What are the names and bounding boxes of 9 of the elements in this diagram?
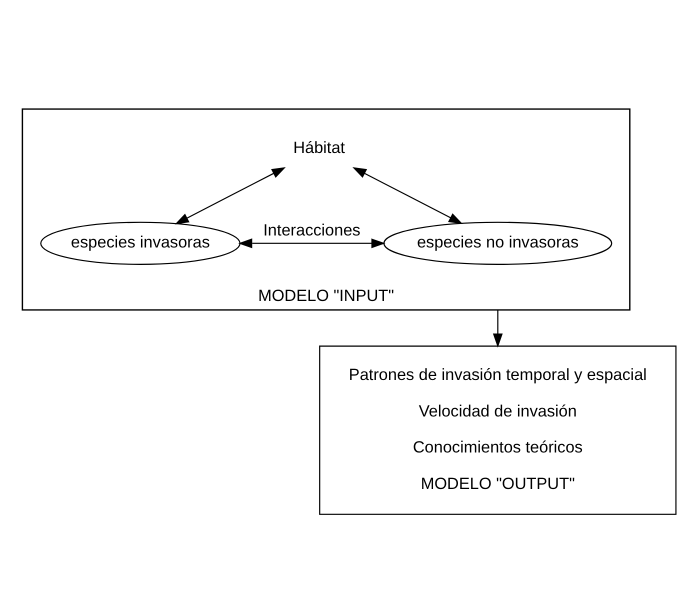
arrow [492,310,503,348]
node-ellipse: especies invasoras [40,222,241,265]
arrow [174,167,286,224]
arrow [352,167,463,224]
node-box: Patrones de invasión temporal y espacial Velocidad de invasión Conocimientos teóricos MODELO "OUTPUT" [319,346,677,515]
node-text: Hábitat [293,139,345,158]
edge-label: Interacciones [263,221,360,240]
node-ellipse: especies no invasoras [383,222,612,265]
arrow [238,238,386,248]
